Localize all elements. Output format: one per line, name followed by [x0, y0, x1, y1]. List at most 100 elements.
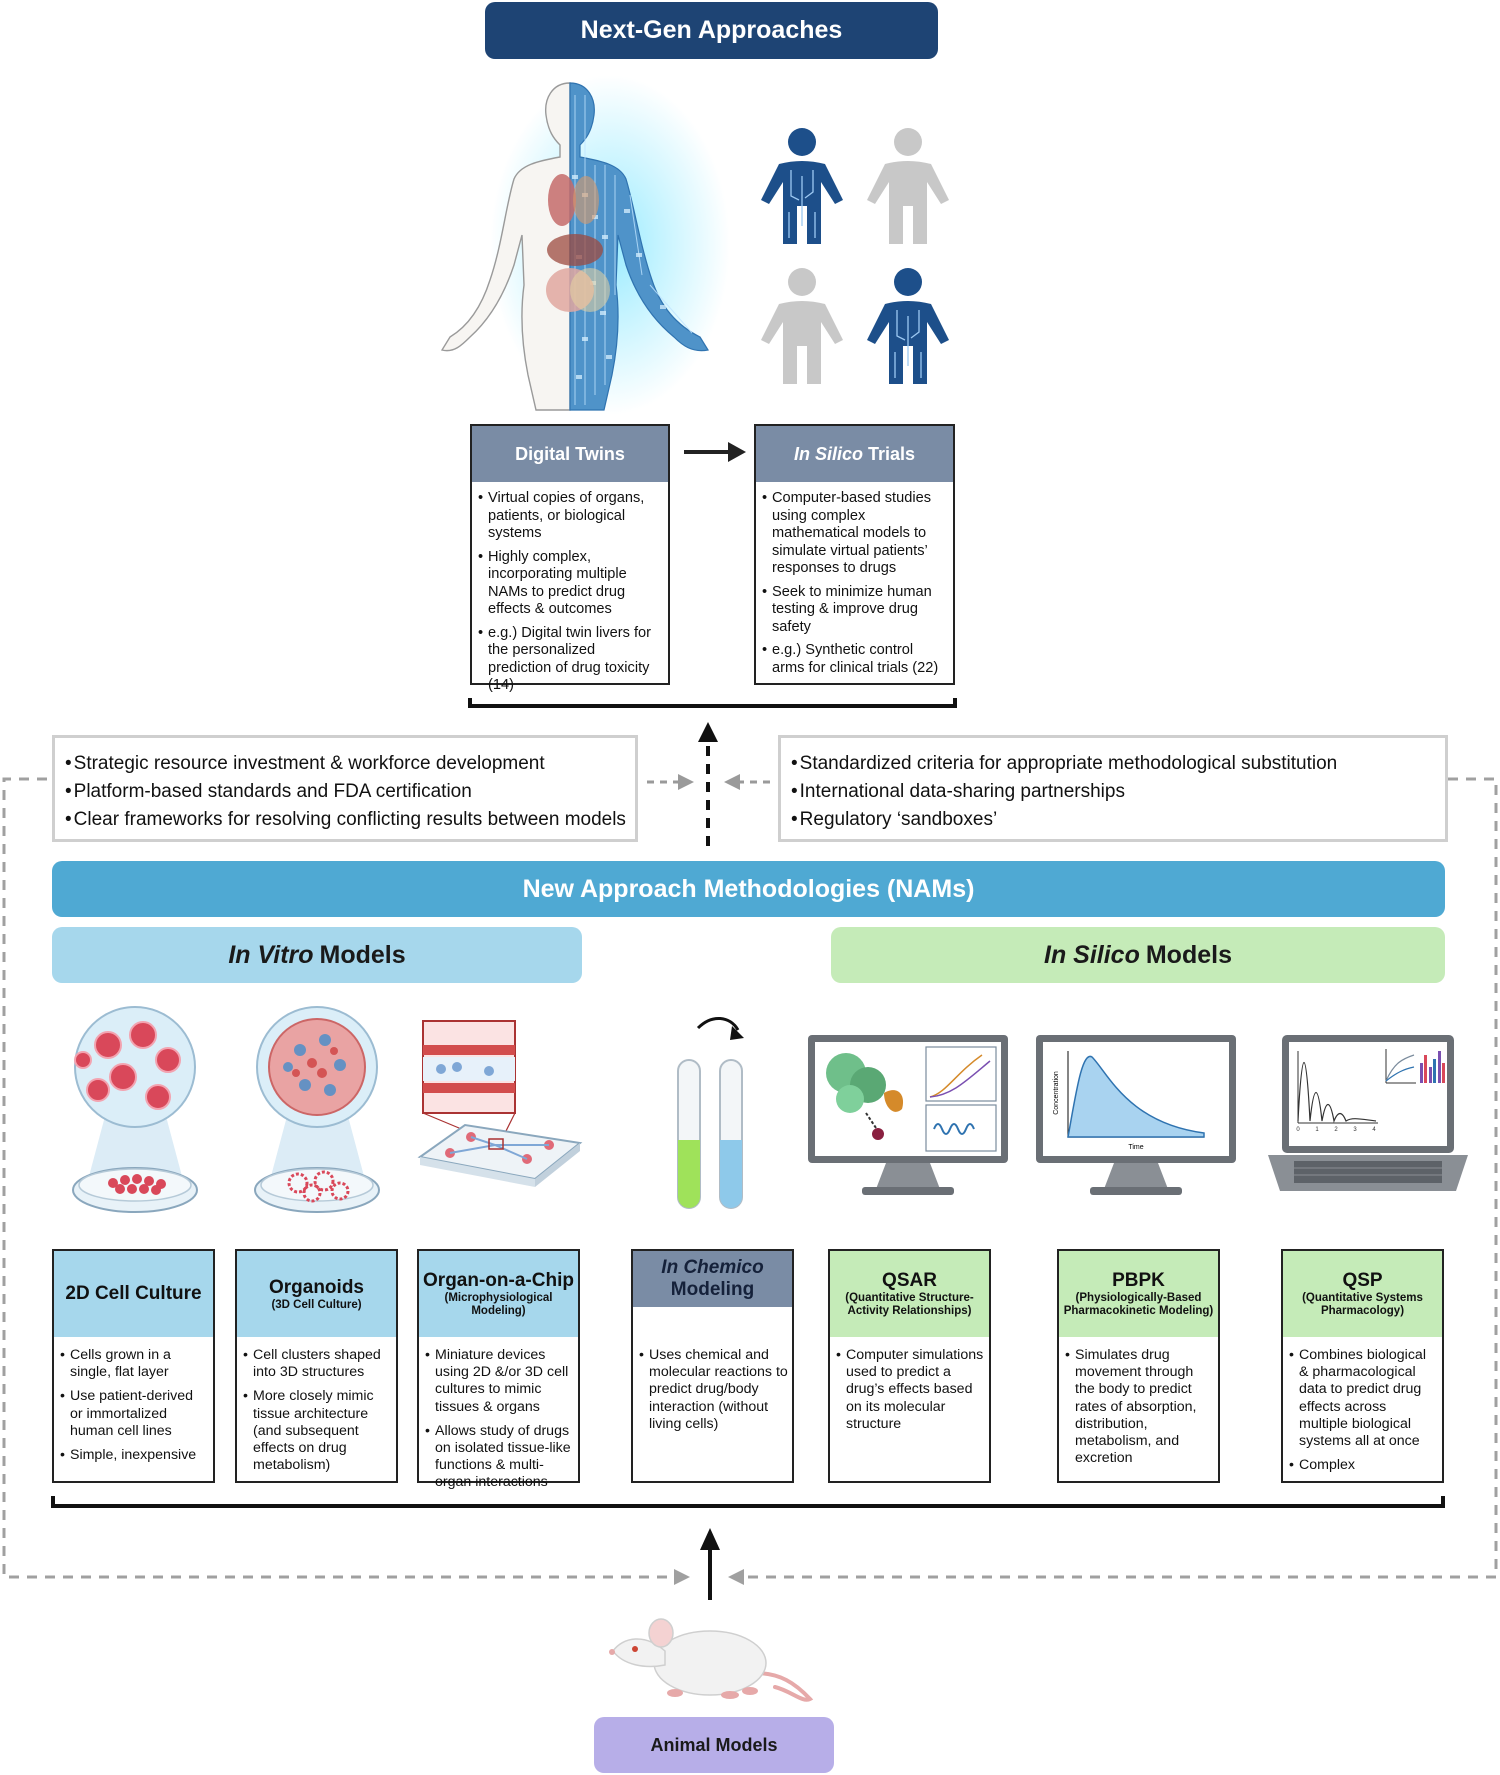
method-card-2d-cell-culture: 2D Cell Culture Cells grown in a single,…	[52, 1249, 215, 1483]
challenge-right-item: •Standardized criteria for appropriate m…	[791, 753, 1338, 774]
twin-to-trials-arrowhead	[728, 442, 746, 462]
left-feedback-arrowhead	[674, 1569, 690, 1585]
digital-twins-title: Digital Twins	[472, 426, 668, 482]
method-bullet: Computer simulations used to predict a d…	[836, 1347, 985, 1433]
pbpk-monitor-illustration: Concentration Time	[1036, 1035, 1236, 1195]
organoids-illustration	[254, 1006, 380, 1213]
digital-twins-bullet: Virtual copies of organs, patients, or b…	[478, 490, 662, 543]
digital-twins-card: Digital Twins Virtual copies of organs, …	[470, 424, 670, 693]
method-bullet: Simple, inexpensive	[60, 1447, 209, 1464]
laptop-tick: 4	[1372, 1127, 1376, 1133]
human-patient-icon	[867, 128, 949, 244]
laptop-tick: 1	[1315, 1127, 1319, 1133]
qsar-molecule-graphic	[826, 1053, 904, 1140]
pk-curve	[1067, 1055, 1205, 1138]
method-card-organ-on-a-chip: Organ-on-a-Chip (Microphysiological Mode…	[417, 1249, 580, 1490]
top-bracket	[468, 698, 957, 708]
challenge-right-item: •International data-sharing partnerships	[791, 781, 1125, 802]
animal-models-title: Animal Models	[594, 1717, 834, 1773]
method-bullet: Allows study of drugs on isolated tissue…	[425, 1423, 574, 1492]
method-bullet: Uses chemical and molecular reactions to…	[639, 1347, 788, 1433]
method-card-in-chemico: In Chemico Modeling Uses chemical and mo…	[631, 1249, 794, 1483]
animal-to-nams-arrowhead	[700, 1528, 720, 1550]
in-silico-trials-bullet: e.g.) Synthetic control arms for clinica…	[762, 642, 947, 677]
lung-right	[573, 176, 599, 224]
in-silico-italic: In Silico	[1044, 940, 1140, 969]
method-title: Organoids	[268, 1276, 364, 1298]
laptop-tick: 2	[1334, 1127, 1338, 1133]
method-bullet: Miniature devices using 2D &/or 3D cell …	[425, 1347, 574, 1416]
challenge-left-text: Clear frameworks for resolving conflicti…	[73, 809, 626, 830]
in-chemico-test-tubes-illustration	[677, 1017, 744, 1209]
pk-xlabel: Time	[1128, 1144, 1143, 1151]
method-card-qsp: QSP (Quantitative Systems Pharmacology) …	[1281, 1249, 1444, 1483]
challenges-left-box: •Strategic resource investment & workfor…	[52, 735, 638, 842]
challenge-right-text: Standardized criteria for appropriate me…	[799, 753, 1338, 774]
in-vitro-italic: In Vitro	[228, 940, 314, 969]
laptop-tick: 3	[1353, 1127, 1357, 1133]
method-bullet: Simulates drug movement through the body…	[1065, 1347, 1214, 1467]
organ-on-a-chip-illustration	[417, 1020, 583, 1187]
method-bullet: More closely mimic tissue architecture (…	[243, 1388, 392, 1474]
method-subtitle: (Quantitative Systems Pharmacology)	[1302, 1292, 1423, 1317]
method-subtitle: (Physiologically-Based Pharmacokinetic M…	[1063, 1292, 1214, 1317]
qsp-laptop-illustration: 0 1 2 3 4	[1268, 1035, 1468, 1191]
method-title-italic: In Chemico	[661, 1257, 764, 1278]
in-silico-trials-card: In Silico Trials Computer-based studies …	[754, 424, 955, 685]
in-silico-trials-bullet: Seek to minimize human testing & improve…	[762, 584, 947, 637]
in-silico-trial-figures	[761, 128, 949, 384]
challenge-left-item: •Platform-based standards and FDA certif…	[65, 781, 472, 802]
nams-to-nextgen-arrowhead	[698, 722, 718, 742]
challenge-left-text: Strategic resource investment & workforc…	[73, 753, 545, 774]
digital-patient-icon	[761, 128, 843, 244]
lung-left	[548, 174, 576, 226]
method-bullet: Cells grown in a single, flat layer	[60, 1347, 209, 1381]
digital-twins-bullet: e.g.) Digital twin livers for the person…	[478, 625, 662, 695]
method-card-pbpk: PBPK (Physiologically-Based Pharmacokine…	[1057, 1249, 1220, 1483]
intestines-digital	[570, 268, 610, 312]
right-feedback-arrowhead	[728, 1569, 744, 1585]
2d-cell-culture-illustration	[72, 1006, 198, 1213]
method-bullet: Use patient-derived or immortalized huma…	[60, 1388, 209, 1440]
method-bullet: Combines biological & pharmacological da…	[1289, 1347, 1438, 1450]
method-title: Modeling	[670, 1279, 755, 1300]
body-left-outline	[440, 82, 571, 411]
method-title: PBPK	[1112, 1270, 1165, 1291]
challenge-right-text: International data-sharing partnerships	[799, 781, 1125, 802]
liver	[547, 234, 603, 266]
method-subtitle: (Microphysiological Modeling)	[444, 1292, 553, 1317]
in-silico-trials-title-rest: Trials	[868, 443, 916, 464]
digital-patient-icon	[867, 268, 949, 384]
method-subtitle: (3D Cell Culture)	[271, 1298, 362, 1311]
bottom-bracket	[51, 1496, 1445, 1508]
right-challenge-arrowhead	[724, 774, 740, 790]
challenge-right-text: Regulatory ‘sandboxes’	[799, 809, 998, 830]
in-silico-rest: Models	[1145, 940, 1232, 969]
challenge-left-text: Platform-based standards and FDA certifi…	[73, 781, 472, 802]
next-gen-title: Next-Gen Approaches	[485, 2, 938, 59]
method-title: QSAR	[882, 1270, 937, 1291]
challenge-left-item: •Strategic resource investment & workfor…	[65, 753, 545, 774]
challenge-left-item: •Clear frameworks for resolving conflict…	[65, 809, 626, 830]
method-subtitle: (Quantitative Structure-Activity Relatio…	[845, 1292, 974, 1317]
digital-twins-bullet: Highly complex, incorporating multiple N…	[478, 549, 662, 619]
method-title: Organ-on-a-Chip	[423, 1270, 574, 1291]
nams-title: New Approach Methodologies (NAMs)	[52, 861, 1445, 917]
method-card-qsar: QSAR (Quantitative Structure-Activity Re…	[828, 1249, 991, 1483]
in-silico-trials-title: In Silico Trials	[756, 426, 953, 482]
qsar-monitor-illustration	[808, 1035, 1008, 1195]
method-title: 2D Cell Culture	[65, 1283, 202, 1304]
in-vitro-rest: Models	[319, 940, 406, 969]
challenge-right-item: •Regulatory ‘sandboxes’	[791, 809, 998, 830]
method-card-organoids: Organoids (3D Cell Culture) Cell cluster…	[235, 1249, 398, 1483]
in-silico-trials-title-italic: In Silico	[793, 443, 863, 464]
lab-mouse-illustration	[609, 1618, 814, 1702]
laptop-tick: 0	[1296, 1127, 1300, 1133]
left-challenge-arrowhead	[678, 774, 694, 790]
challenges-right-box: •Standardized criteria for appropriate m…	[778, 735, 1448, 842]
in-silico-trials-bullet: Computer-based studies using complex mat…	[762, 490, 947, 578]
method-title: QSP	[1342, 1270, 1383, 1291]
human-patient-icon	[761, 268, 843, 384]
